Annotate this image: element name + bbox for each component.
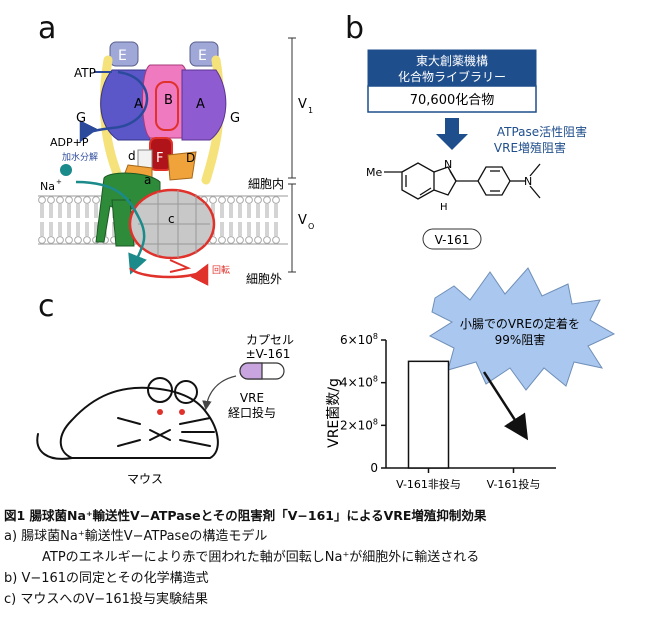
caption-line-a2: ATPのエネルギーにより赤で囲われた軸が回転しNa⁺が細胞外に輸送される xyxy=(42,550,480,565)
label-f: F xyxy=(156,151,163,166)
mouse-eye-right xyxy=(179,409,185,415)
subunit-a-right xyxy=(181,69,227,141)
label-g-right: G xyxy=(230,111,240,126)
compound-label-box xyxy=(422,228,482,250)
mouse-label: マウス xyxy=(127,472,163,486)
panel-b: 東大創薬機構 化合物ライブラリー 70,600化合物 ATPase活性阻害 VR… xyxy=(366,49,587,250)
y-tick-label: 4×108 xyxy=(340,375,378,390)
subunit-e-left xyxy=(109,41,139,67)
library-count-box xyxy=(367,85,537,113)
mouse-eye-left xyxy=(157,409,163,415)
caption-line-b: b) V−161の同定とその化学構造式 xyxy=(4,571,209,586)
label-vo: V xyxy=(298,213,307,228)
screen-line1: ATPase活性阻害 xyxy=(497,124,587,139)
sodium-ion-dot xyxy=(60,164,72,176)
mouse-illustration xyxy=(36,377,219,460)
caption-line-c: c) マウスへのV−161投与実験結果 xyxy=(4,592,208,607)
screen-line2: VRE増殖阻害 xyxy=(494,140,566,155)
callout-line2: 99%阻害 xyxy=(495,332,546,347)
library-title-line1: 東大創薬機構 xyxy=(416,53,488,68)
label-vo-sub: O xyxy=(308,222,314,231)
capsule-label-line1: カプセル xyxy=(246,333,294,347)
x-tick-label: V-161非投与 xyxy=(396,477,461,491)
y-tick-label: 0 xyxy=(370,461,378,475)
label-d-small: d xyxy=(128,149,136,163)
label-e-left: E xyxy=(118,48,127,64)
label-na: Na xyxy=(40,180,55,193)
library-count: 70,600化合物 xyxy=(410,93,495,108)
subunit-e-right xyxy=(189,41,219,67)
compound-name: V-161 xyxy=(435,233,470,247)
nitrogen-h: H xyxy=(440,202,448,213)
label-na-sup: + xyxy=(56,178,62,186)
vre-label-line1: VRE xyxy=(240,391,264,405)
vre-label-line2: 経口投与 xyxy=(228,405,276,420)
callout-line1: 小腸でのVREの定着を xyxy=(460,316,580,331)
bar xyxy=(407,360,450,469)
nitrogen-2: N xyxy=(524,175,532,188)
caption-line-a: a) 腸球菌Na⁺輸送性V−ATPaseの構造モデル xyxy=(4,529,268,544)
label-c: c xyxy=(168,212,175,226)
label-adp-p: ADP+P xyxy=(50,136,89,149)
label-g-left: G xyxy=(76,111,86,126)
figure-graphics: E E ATP A B A G G ADP+P 加水分解 d F D Na + … xyxy=(36,37,616,491)
label-a-left: A xyxy=(134,97,143,112)
label-outside: 細胞外 xyxy=(246,272,282,286)
label-v1-sub: 1 xyxy=(308,106,313,115)
panel-a-structure: E E ATP A B A G G ADP+P 加水分解 d F D Na + … xyxy=(38,37,314,286)
panel-c: カプセル ±V-161 VRE 経口投与 マウス xyxy=(36,267,616,486)
library-title-line2: 化合物ライブラリー xyxy=(398,69,506,84)
label-e-right: E xyxy=(198,48,207,64)
library-header-box xyxy=(367,49,537,87)
bar-chart: VRE菌数/g 0 2×108 4×108 6×108 V-161非投与 V-161投与 xyxy=(326,332,556,491)
decrease-arrow-icon xyxy=(482,371,529,441)
label-d-large: D xyxy=(186,151,195,165)
label-a-small: a xyxy=(144,173,151,187)
nitrogen-1: N xyxy=(444,158,452,171)
label-b: B xyxy=(164,93,173,108)
caption-title: 図1 腸球菌Na⁺輸送性V−ATPaseとその阻害剤「V−161」によるVRE増… xyxy=(4,508,487,523)
methyl-label: Me xyxy=(366,166,382,179)
label-v1: V xyxy=(298,97,307,112)
subunit-a-left xyxy=(100,69,151,141)
capsule-label-line2: ±V-161 xyxy=(246,347,291,361)
panel-b-letter: b xyxy=(345,11,365,46)
y-tick-label: 6×108 xyxy=(340,332,378,347)
label-rotation: 回転 xyxy=(212,265,230,276)
label-a-right: A xyxy=(196,97,205,112)
figure-caption: 図1 腸球菌Na⁺輸送性V−ATPaseとその阻害剤「V−161」によるVRE増… xyxy=(4,506,646,610)
callout-burst xyxy=(428,267,616,391)
panel-a-letter: a xyxy=(38,11,57,46)
figure: a b c xyxy=(36,11,616,491)
label-hydrolysis: 加水分解 xyxy=(62,151,98,163)
y-axis-label: VRE菌数/g xyxy=(326,378,342,448)
screening-arrow-icon xyxy=(436,118,468,150)
panel-c-letter: c xyxy=(38,289,55,324)
chemical-structure xyxy=(384,162,541,200)
label-atp: ATP xyxy=(74,66,96,80)
capsule-icon xyxy=(239,362,285,380)
y-tick-label: 2×108 xyxy=(340,417,378,432)
x-tick-label: V-161投与 xyxy=(487,477,541,491)
label-inside: 細胞内 xyxy=(248,177,284,191)
